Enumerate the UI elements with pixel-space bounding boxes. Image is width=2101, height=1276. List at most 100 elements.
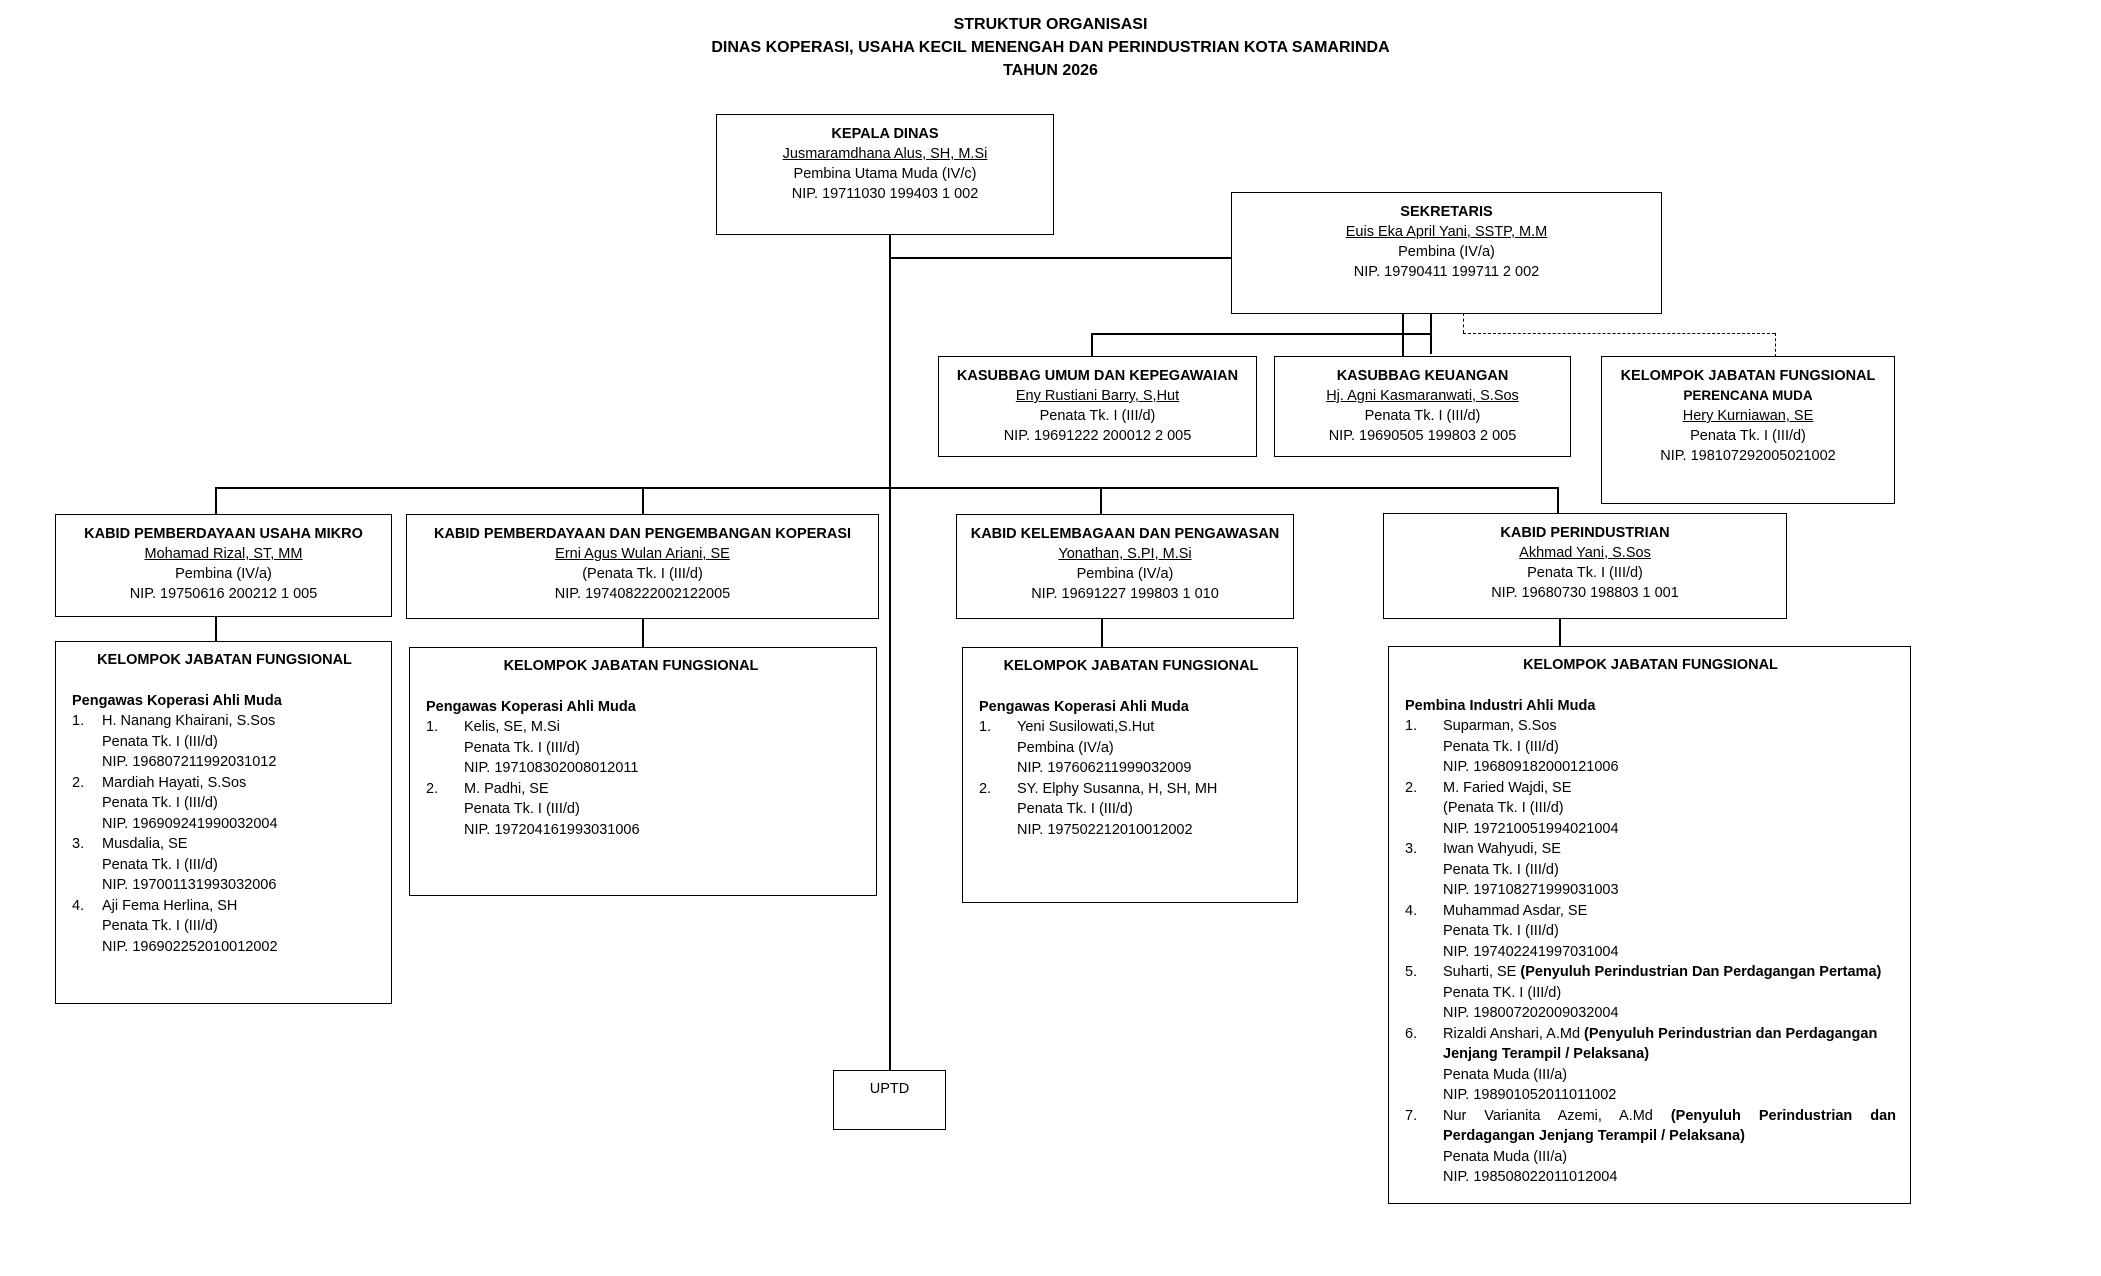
member-name: Aji Fema Herlina, SH <box>102 897 238 914</box>
member-name: Rizaldi Anshari, A.Md <box>1443 1025 1585 1042</box>
kabid-usaha-mikro-nip: NIP. 19750616 200212 1 005 <box>129 586 318 602</box>
connector-dashed-vertical-1 <box>1463 313 1464 333</box>
member-number: 4. <box>72 897 85 914</box>
jf-kelembagaan-box: KELOMPOK JABATAN FUNGSIONAL Pengawas Kop… <box>962 647 1298 903</box>
jf-perencana-title: KELOMPOK JABATAN FUNGSIONAL <box>1620 368 1876 384</box>
kasubbag-umum-rank: Penata Tk. I (III/d) <box>1039 408 1156 424</box>
kabid-usaha-mikro-box: KABID PEMBERDAYAAN USAHA MIKRO Mohamad R… <box>55 514 392 617</box>
member-rank: Pembina (IV/a) <box>1017 739 1114 756</box>
kasubbag-keuangan-nip: NIP. 19690505 199803 2 005 <box>1328 428 1517 444</box>
jf-koperasi-box: KELOMPOK JABATAN FUNGSIONAL Pengawas Kop… <box>409 647 877 896</box>
list-item: 6. Rizaldi Anshari, A.Md (Penyuluh Perin… <box>1405 1024 1896 1106</box>
member-name: H. Nanang Khairani, S.Sos <box>102 713 276 729</box>
member-number: 6. <box>1405 1025 1418 1042</box>
connector-kabid-4-to-jf <box>1559 618 1561 646</box>
list-item: 1. Kelis, SE, M.Si Penata Tk. I (III/d) … <box>426 717 836 779</box>
connector-to-kabid-2 <box>642 487 644 514</box>
member-position: (Penyuluh Perindustrian dan Perdagangan … <box>1443 1025 1878 1063</box>
kabid-kelembagaan-rank: Pembina (IV/a) <box>1076 566 1174 582</box>
kasubbag-umum-nip: NIP. 19691222 200012 2 005 <box>1003 428 1192 444</box>
member-rank: Penata Tk. I (III/d) <box>464 801 580 817</box>
member-name: Musdalia, SE <box>102 836 188 852</box>
jf-perencana-name: Hery Kurniawan, SE <box>1682 408 1814 424</box>
member-number: 1. <box>426 719 439 735</box>
member-number: 3. <box>1405 841 1418 857</box>
kabid-perindustrian-nip: NIP. 19680730 198803 1 001 <box>1491 585 1679 601</box>
jf-usaha-mikro-group: Pengawas Koperasi Ahli Muda <box>72 692 282 709</box>
kabid-usaha-mikro-name: Mohamad Rizal, ST, MM <box>144 546 303 562</box>
member-name: M. Faried Wajdi, SE <box>1443 779 1572 796</box>
member-nip: NIP. 198508022011012004 <box>1443 1169 1618 1185</box>
uptd-label: UPTD <box>869 1081 910 1097</box>
kabid-kelembagaan-box: KABID KELEMBAGAAN DAN PENGAWASAN Yonatha… <box>956 514 1294 619</box>
member-number: 2. <box>979 780 992 797</box>
kabid-koperasi-title: KABID PEMBERDAYAAN DAN PENGEMBANGAN KOPE… <box>433 526 852 542</box>
list-item: 1. Yeni Susilowati,S.Hut Pembina (IV/a) … <box>979 717 1283 779</box>
member-number: 1. <box>979 719 992 735</box>
member-nip: NIP. 196807211992031012 <box>102 754 277 770</box>
member-name: Iwan Wahyudi, SE <box>1443 841 1561 857</box>
member-number: 2. <box>426 780 439 797</box>
connector-dashed-horizontal <box>1463 333 1775 334</box>
member-number: 7. <box>1405 1107 1418 1124</box>
connector-to-kasubbag-umum <box>1091 333 1093 357</box>
member-rank: Penata TK. I (III/d) <box>1443 984 1562 1001</box>
kabid-perindustrian-name: Akhmad Yani, S.Sos <box>1519 545 1651 561</box>
member-number: 3. <box>72 836 85 852</box>
jf-kelembagaan-group: Pengawas Koperasi Ahli Muda <box>979 698 1189 715</box>
kasubbag-umum-box: KASUBBAG UMUM DAN KEPEGAWAIAN Eny Rustia… <box>938 356 1257 457</box>
member-nip: NIP. 196909241990032004 <box>102 815 278 832</box>
member-name: Mardiah Hayati, S.Sos <box>102 774 247 791</box>
kasubbag-keuangan-rank: Penata Tk. I (III/d) <box>1364 408 1481 424</box>
sekretaris-box: SEKRETARIS Euis Eka April Yani, SSTP, M.… <box>1231 192 1662 314</box>
list-item: 2. SY. Elphy Susanna, H, SH, MH Penata T… <box>979 779 1283 841</box>
member-name: Suparman, S.Sos <box>1443 718 1557 734</box>
jf-perindustrian-group: Pembina Industri Ahli Muda <box>1405 697 1596 714</box>
list-item: 2. Mardiah Hayati, S.Sos Penata Tk. I (I… <box>72 773 377 835</box>
member-name: Muhammad Asdar, SE <box>1443 902 1588 919</box>
kepala-dinas-rank: Pembina Utama Muda (IV/c) <box>793 166 977 182</box>
jf-koperasi-title: KELOMPOK JABATAN FUNGSIONAL <box>503 658 759 674</box>
kabid-perindustrian-box: KABID PERINDUSTRIAN Akhmad Yani, S.Sos P… <box>1383 513 1787 619</box>
connector-main-vertical <box>889 234 891 1070</box>
list-item: 1. H. Nanang Khairani, S.Sos Penata Tk. … <box>72 711 377 773</box>
kasubbag-umum-title: KASUBBAG UMUM DAN KEPEGAWAIAN <box>956 368 1239 384</box>
list-item: 4. Aji Fema Herlina, SH Penata Tk. I (II… <box>72 896 377 958</box>
kabid-kelembagaan-nip: NIP. 19691227 199803 1 010 <box>1031 586 1219 602</box>
member-nip: NIP. 197108271999031003 <box>1443 882 1619 898</box>
kabid-kelembagaan-title: KABID KELEMBAGAAN DAN PENGAWASAN <box>970 526 1280 542</box>
connector-to-kabid-3 <box>1100 487 1102 514</box>
list-item: 3. Musdalia, SE Penata Tk. I (III/d) NIP… <box>72 834 377 896</box>
member-number: 2. <box>72 774 85 791</box>
kabid-usaha-mikro-rank: Pembina (IV/a) <box>175 566 272 582</box>
jf-usaha-mikro-title: KELOMPOK JABATAN FUNGSIONAL <box>97 652 352 668</box>
kabid-koperasi-name: Erni Agus Wulan Ariani, SE <box>555 546 730 562</box>
jf-koperasi-group: Pengawas Koperasi Ahli Muda <box>426 698 636 715</box>
member-nip: NIP. 197502212010012002 <box>1017 821 1193 838</box>
chart-title-line-1: STRUKTUR ORGANISASI <box>953 16 1148 33</box>
member-name: Nur Varianita Azemi, A.Md <box>1443 1107 1671 1124</box>
member-rank: Penata Tk. I (III/d) <box>1443 923 1559 939</box>
kasubbag-keuangan-box: KASUBBAG KEUANGAN Hj. Agni Kasmaranwati,… <box>1274 356 1571 457</box>
kepala-dinas-nip: NIP. 19711030 199403 1 002 <box>791 186 979 202</box>
sekretaris-rank: Pembina (IV/a) <box>1398 244 1495 260</box>
member-number: 5. <box>1405 964 1418 980</box>
connector-to-sekretaris <box>889 257 1231 259</box>
connector-kabid-3-to-jf <box>1101 618 1103 647</box>
member-nip: NIP. 197606211999032009 <box>1017 760 1192 776</box>
jf-perencana-box: KELOMPOK JABATAN FUNGSIONAL PERENCANA MU… <box>1601 356 1895 504</box>
member-nip: NIP. 197204161993031006 <box>464 821 640 838</box>
member-rank: Penata Tk. I (III/d) <box>1443 738 1559 755</box>
member-position: (Penyuluh Perindustrian dan Perdagangan … <box>1443 1107 1897 1145</box>
kabid-perindustrian-title: KABID PERINDUSTRIAN <box>1500 525 1670 541</box>
jf-perindustrian-title: KELOMPOK JABATAN FUNGSIONAL <box>1523 657 1778 673</box>
member-name: Kelis, SE, M.Si <box>464 719 560 735</box>
member-rank: Penata Tk. I (III/d) <box>102 795 218 811</box>
jf-perencana-nip: NIP. 198107292005021002 <box>1660 448 1836 464</box>
kabid-kelembagaan-name: Yonathan, S.PI, M.Si <box>1058 546 1192 562</box>
connector-to-kabid-1 <box>215 487 217 514</box>
member-number: 1. <box>1405 718 1418 734</box>
member-name: M. Padhi, SE <box>464 780 549 797</box>
kasubbag-umum-name: Eny Rustiani Barry, S,Hut <box>1015 388 1180 404</box>
kasubbag-keuangan-title: KASUBBAG KEUANGAN <box>1336 368 1509 384</box>
